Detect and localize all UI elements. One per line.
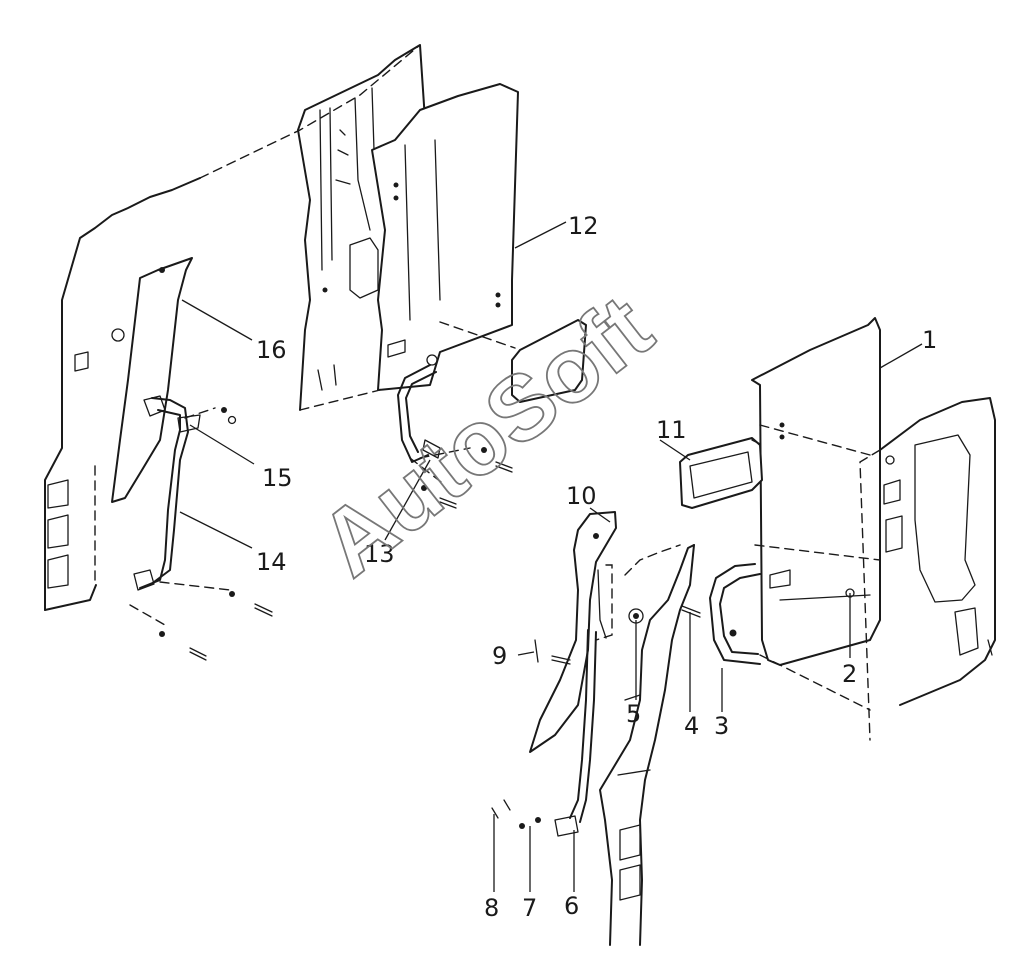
left-rear-panel [44, 44, 421, 611]
leader-lines [179, 221, 923, 892]
part-6-grab-handle [554, 629, 597, 837]
b-pillar [599, 544, 695, 946]
callout-6: 6 [564, 892, 579, 920]
callout-4: 4 [684, 712, 699, 740]
part-4-screw [681, 605, 701, 618]
part-12-trim-panel [371, 83, 519, 391]
callout-14: 14 [256, 548, 287, 576]
part-9-clip [534, 639, 571, 665]
callout-8: 8 [484, 894, 499, 922]
callout-1: 1 [922, 326, 937, 354]
callouts: 1 2 3 4 5 6 7 8 9 10 11 12 13 14 15 16 [256, 212, 937, 922]
callout-2: 2 [842, 660, 857, 688]
callout-3: 3 [714, 712, 729, 740]
callout-11: 11 [656, 416, 687, 444]
callout-5: 5 [626, 700, 641, 728]
part-16-pillar-trim [111, 257, 193, 503]
callout-15: 15 [262, 464, 293, 492]
part-1-rear-trim-panel [751, 317, 881, 711]
part-15-bracket [177, 407, 237, 433]
part-7-nut [519, 817, 541, 829]
part-13-grab-handle [397, 354, 513, 509]
callout-13: 13 [364, 540, 395, 568]
right-rear-panel [859, 397, 996, 741]
part-3-grab-handle [709, 563, 761, 665]
callout-7: 7 [522, 894, 537, 922]
part-8-screws [491, 799, 511, 819]
callout-10: 10 [566, 482, 597, 510]
callout-9: 9 [492, 642, 507, 670]
part-10-pillar-trim [529, 511, 617, 753]
callout-16: 16 [256, 336, 287, 364]
part-11-lower-pad [511, 319, 587, 403]
part-11-window-pad [679, 437, 763, 509]
left-bolts [129, 581, 273, 661]
callout-12: 12 [568, 212, 599, 240]
